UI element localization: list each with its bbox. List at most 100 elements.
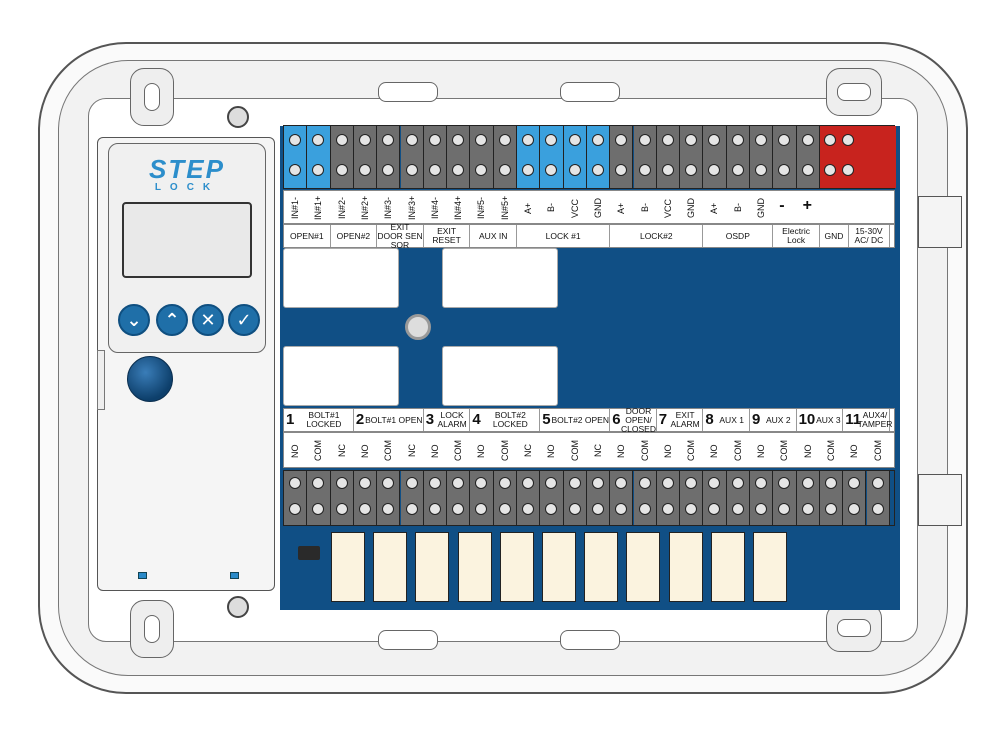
pin-label: COM: [686, 440, 697, 462]
terminal-screw: [382, 503, 395, 515]
relay-number: 2: [355, 411, 365, 428]
pin-label: NC: [592, 444, 603, 458]
up-button[interactable]: ⌃: [156, 304, 188, 336]
pin-label: COM: [453, 440, 464, 462]
group-label: OPEN#1: [284, 225, 331, 247]
terminal-screw: [755, 503, 767, 515]
terminal-screw: [475, 164, 488, 176]
led-indicator-left: [138, 572, 147, 579]
relay-label: AUX4/ TAMPER: [857, 409, 893, 431]
terminal-screw: [498, 134, 511, 146]
terminal-screw: [498, 477, 511, 489]
terminal-screw: [522, 134, 534, 146]
mount-lug-bottom-right: [826, 604, 882, 652]
terminal-screw: [871, 503, 884, 515]
relay-number: 1: [286, 411, 295, 428]
brand-subtitle: LOCK: [154, 182, 220, 193]
terminal-screw: [708, 477, 721, 489]
pin-label: NO: [546, 444, 557, 458]
terminal-screw: [405, 503, 418, 515]
mounting-hole: [405, 314, 431, 340]
relay-label: LOCK ALARM: [435, 409, 471, 431]
pin-label: NO: [429, 444, 440, 458]
large-push-button[interactable]: [127, 356, 173, 402]
group-label: OSDP: [703, 225, 774, 247]
group-label: AUX IN: [470, 225, 517, 247]
relay-box: [373, 532, 408, 602]
terminal-screw: [312, 477, 325, 489]
terminal-screw: [428, 503, 441, 515]
side-tab-top: [918, 196, 962, 248]
bottom-terminal-block: [283, 470, 895, 526]
terminal-screw: [358, 164, 371, 176]
terminal-screw: [871, 477, 884, 489]
pin-label: COM: [825, 440, 836, 462]
pin-label: -: [779, 197, 785, 214]
pin-label: NO: [662, 444, 673, 458]
terminal-screw: [801, 134, 814, 146]
lcd-display: [122, 202, 252, 278]
terminal-screw: [731, 477, 744, 489]
relay-number: 9: [752, 411, 761, 428]
terminal-screw: [312, 134, 325, 146]
down-button[interactable]: ⌄: [118, 304, 150, 336]
terminal-screw: [452, 477, 465, 489]
terminal-screw: [731, 134, 744, 146]
pin-label: IN#4+: [453, 195, 464, 221]
terminal-screw: [452, 503, 465, 515]
terminal-screw: [615, 477, 628, 489]
terminal-screw: [522, 164, 534, 176]
terminal-screw: [382, 164, 395, 176]
terminal-screw: [638, 503, 651, 515]
pin-label: A+: [709, 202, 720, 214]
relay-number: 11: [845, 411, 862, 428]
pin-label: A+: [523, 202, 533, 214]
side-tab-bottom: [918, 474, 962, 526]
pin-label: VCC: [569, 198, 580, 218]
relay-box: [415, 532, 450, 602]
terminal-screw: [755, 164, 767, 176]
pin-label: NO: [756, 444, 766, 458]
relay-box: [499, 532, 534, 602]
terminal-screw: [591, 134, 604, 146]
pin-label: IN#3+: [406, 195, 417, 221]
label-window-4: [442, 346, 558, 406]
terminal-screw: [685, 134, 698, 146]
relay-label: DOOR OPEN/ CLOSED: [621, 405, 657, 434]
pin-label: NC: [406, 444, 417, 458]
relay-number: 5: [542, 411, 551, 428]
terminal-screw: [591, 503, 604, 515]
terminal-screw: [778, 164, 791, 176]
terminal-screw: [428, 134, 441, 146]
top-terminal-block: [283, 125, 896, 189]
terminal-screw: [475, 503, 488, 515]
relay-label: EXIT ALARM: [668, 409, 704, 431]
terminal-screw: [638, 164, 651, 176]
terminal-screw: [382, 134, 395, 146]
terminal-screw: [638, 134, 651, 146]
pin-label: COM: [732, 440, 743, 462]
relay-box: [457, 532, 492, 602]
cancel-button[interactable]: ✕: [192, 304, 224, 336]
pin-label: NO: [802, 444, 813, 458]
mount-lug-top: [130, 68, 174, 126]
terminal-screw: [685, 477, 698, 489]
module-hinge: [97, 350, 105, 410]
terminal-screw: [823, 164, 836, 176]
relay-number: 4: [472, 411, 481, 428]
pin-label: NC: [523, 444, 533, 458]
pin-label: IN#4-: [429, 197, 440, 220]
ok-button[interactable]: ✓: [228, 304, 260, 336]
pin-label: +: [802, 197, 812, 214]
terminal-screw: [289, 134, 301, 146]
check-icon: ✓: [236, 309, 252, 330]
terminal-screw: [731, 164, 744, 176]
pin-label: IN#5-: [476, 197, 487, 220]
pin-label: NO: [709, 444, 720, 458]
relay-number: 3: [425, 411, 435, 428]
terminal-screw: [708, 134, 721, 146]
terminal-screw: [405, 134, 418, 146]
terminal-screw: [661, 164, 674, 176]
relay-label: BOLT#2 OPEN: [551, 409, 611, 431]
